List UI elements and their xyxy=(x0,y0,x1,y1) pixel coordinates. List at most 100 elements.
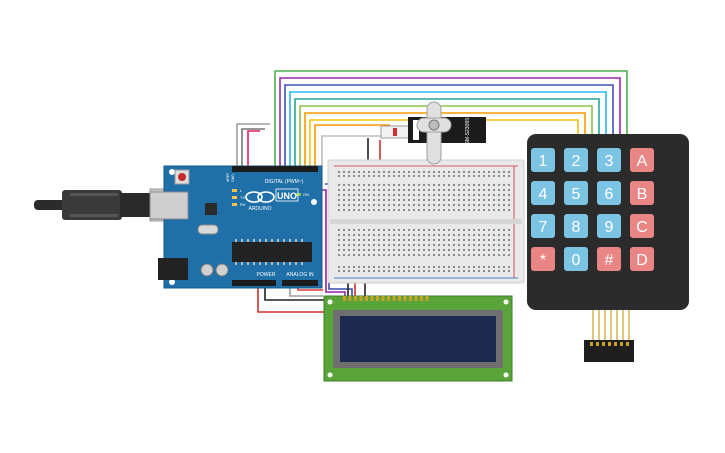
breadboard[interactable] xyxy=(327,159,525,284)
power-header[interactable] xyxy=(232,280,276,286)
keypad-key-label: 4 xyxy=(539,186,548,203)
aref-label: AREF xyxy=(226,173,230,182)
digital-label: DIGITAL (PWM~) xyxy=(265,179,304,185)
lcd-wire-purple xyxy=(322,189,346,298)
on-label: ON xyxy=(303,192,309,197)
capacitor xyxy=(200,263,214,277)
lcd-pin[interactable] xyxy=(359,296,363,301)
keypad-key[interactable]: 6 xyxy=(597,181,621,205)
servo-model-label: SM-S2309S xyxy=(465,117,471,145)
lcd-pin[interactable] xyxy=(348,296,352,301)
lcd-pin[interactable] xyxy=(409,296,412,301)
keypad-key[interactable]: 1 xyxy=(531,148,555,172)
keypad-key-label: 9 xyxy=(605,219,614,236)
lcd-pin[interactable] xyxy=(354,296,357,301)
arduino-uno-board[interactable]: UNO ARDUINO DIGITAL (PWM~) POWER ANALOG … xyxy=(149,165,323,289)
keypad-wire-orange xyxy=(304,112,586,166)
lcd-pin[interactable] xyxy=(370,296,374,301)
brand-label: ARDUINO xyxy=(248,206,271,212)
keypad-keys: 1 2 3 A 4 5 6 B 7 8 9 C * 0 # D xyxy=(531,148,654,271)
power-label: POWER xyxy=(257,272,276,278)
gray-wire-1 xyxy=(236,123,270,166)
keypad-key-label: 1 xyxy=(539,153,548,170)
lcd-pin[interactable] xyxy=(381,296,385,301)
keypad-key[interactable]: 8 xyxy=(564,214,588,238)
keypad-wire-lime xyxy=(299,105,593,166)
mount-hole xyxy=(169,279,175,285)
lcd-pin[interactable] xyxy=(343,296,346,301)
gray-wire-2 xyxy=(241,128,265,166)
keypad-wire-teal xyxy=(294,98,600,166)
keypad-key[interactable]: 9 xyxy=(597,214,621,238)
mount-hole xyxy=(169,169,175,175)
keypad-key-label: 3 xyxy=(605,153,614,170)
lcd-display[interactable] xyxy=(323,295,513,382)
l-label: L xyxy=(240,188,243,193)
led-tx xyxy=(232,196,237,199)
keypad-key-label: 5 xyxy=(572,186,581,203)
led-on xyxy=(296,193,301,196)
lcd-pin[interactable] xyxy=(398,296,401,301)
keypad-key[interactable]: 5 xyxy=(564,181,588,205)
keypad-key-label: A xyxy=(637,153,648,170)
analog-header[interactable] xyxy=(282,280,318,286)
keypad-key-label: B xyxy=(637,186,648,203)
servo-signal-wire xyxy=(314,124,390,166)
rx-label: RX xyxy=(240,202,246,207)
arduino-logo xyxy=(245,191,275,203)
keypad-key-label: 7 xyxy=(539,219,548,236)
keypad-key[interactable]: 4 xyxy=(531,181,555,205)
mount-hole xyxy=(311,199,317,205)
keypad-key[interactable]: C xyxy=(630,214,654,238)
usb-chip xyxy=(205,203,217,215)
keypad-wire-green xyxy=(274,70,628,166)
keypad-key[interactable]: # xyxy=(597,247,621,271)
lcd-screen xyxy=(340,316,496,362)
keypad-key-label: C xyxy=(636,219,648,236)
keypad-key-label: 6 xyxy=(605,186,614,203)
usb-jack xyxy=(149,191,189,220)
keypad-key-label: 0 xyxy=(572,252,581,269)
keypad-key-label: 2 xyxy=(572,153,581,170)
keypad-key-label: # xyxy=(605,252,614,269)
lcd-pin[interactable] xyxy=(425,296,429,301)
lcd-pin[interactable] xyxy=(403,296,407,301)
keypad-key[interactable]: D xyxy=(630,247,654,271)
analog-label: ANALOG IN xyxy=(286,272,314,278)
lcd-pin[interactable] xyxy=(365,296,368,301)
breadboard-holes xyxy=(338,171,510,272)
keypad-key[interactable]: A xyxy=(630,148,654,172)
keypad-key[interactable]: B xyxy=(630,181,654,205)
keypad-wire-cyan xyxy=(289,91,607,166)
lcd-header-pins xyxy=(343,296,429,301)
lcd-pin[interactable] xyxy=(376,296,379,301)
lcd-pin[interactable] xyxy=(387,296,390,301)
keypad-key[interactable]: 7 xyxy=(531,214,555,238)
servo-motor[interactable]: SM-S2309S xyxy=(380,101,486,165)
servo-white-wire xyxy=(321,135,390,166)
pink-wire xyxy=(247,130,260,166)
servo-horn xyxy=(416,101,452,165)
keypad-key[interactable]: 2 xyxy=(564,148,588,172)
keypad-key-label: * xyxy=(540,252,546,269)
power-jack xyxy=(158,258,188,280)
gnd-label: GND xyxy=(231,174,235,182)
crystal xyxy=(197,224,219,235)
keypad-wire-blue xyxy=(284,84,614,166)
keypad-4x4[interactable]: 1 2 3 A 4 5 6 B 7 8 9 C * 0 # D xyxy=(527,134,689,362)
atmega-chip xyxy=(232,242,312,262)
keypad-wire-purple xyxy=(279,77,621,166)
digital-header[interactable] xyxy=(232,166,318,172)
keypad-key[interactable]: 0 xyxy=(564,247,588,271)
keypad-key-label: 8 xyxy=(572,219,581,236)
lcd-pin[interactable] xyxy=(420,296,423,301)
lcd-pin[interactable] xyxy=(414,296,418,301)
keypad-ribbon xyxy=(592,305,630,342)
keypad-key[interactable]: 3 xyxy=(597,148,621,172)
led-rx xyxy=(232,203,237,206)
keypad-key[interactable]: * xyxy=(531,247,555,271)
lcd-pin[interactable] xyxy=(392,296,396,301)
led-l xyxy=(232,189,237,192)
capacitor xyxy=(215,263,229,277)
